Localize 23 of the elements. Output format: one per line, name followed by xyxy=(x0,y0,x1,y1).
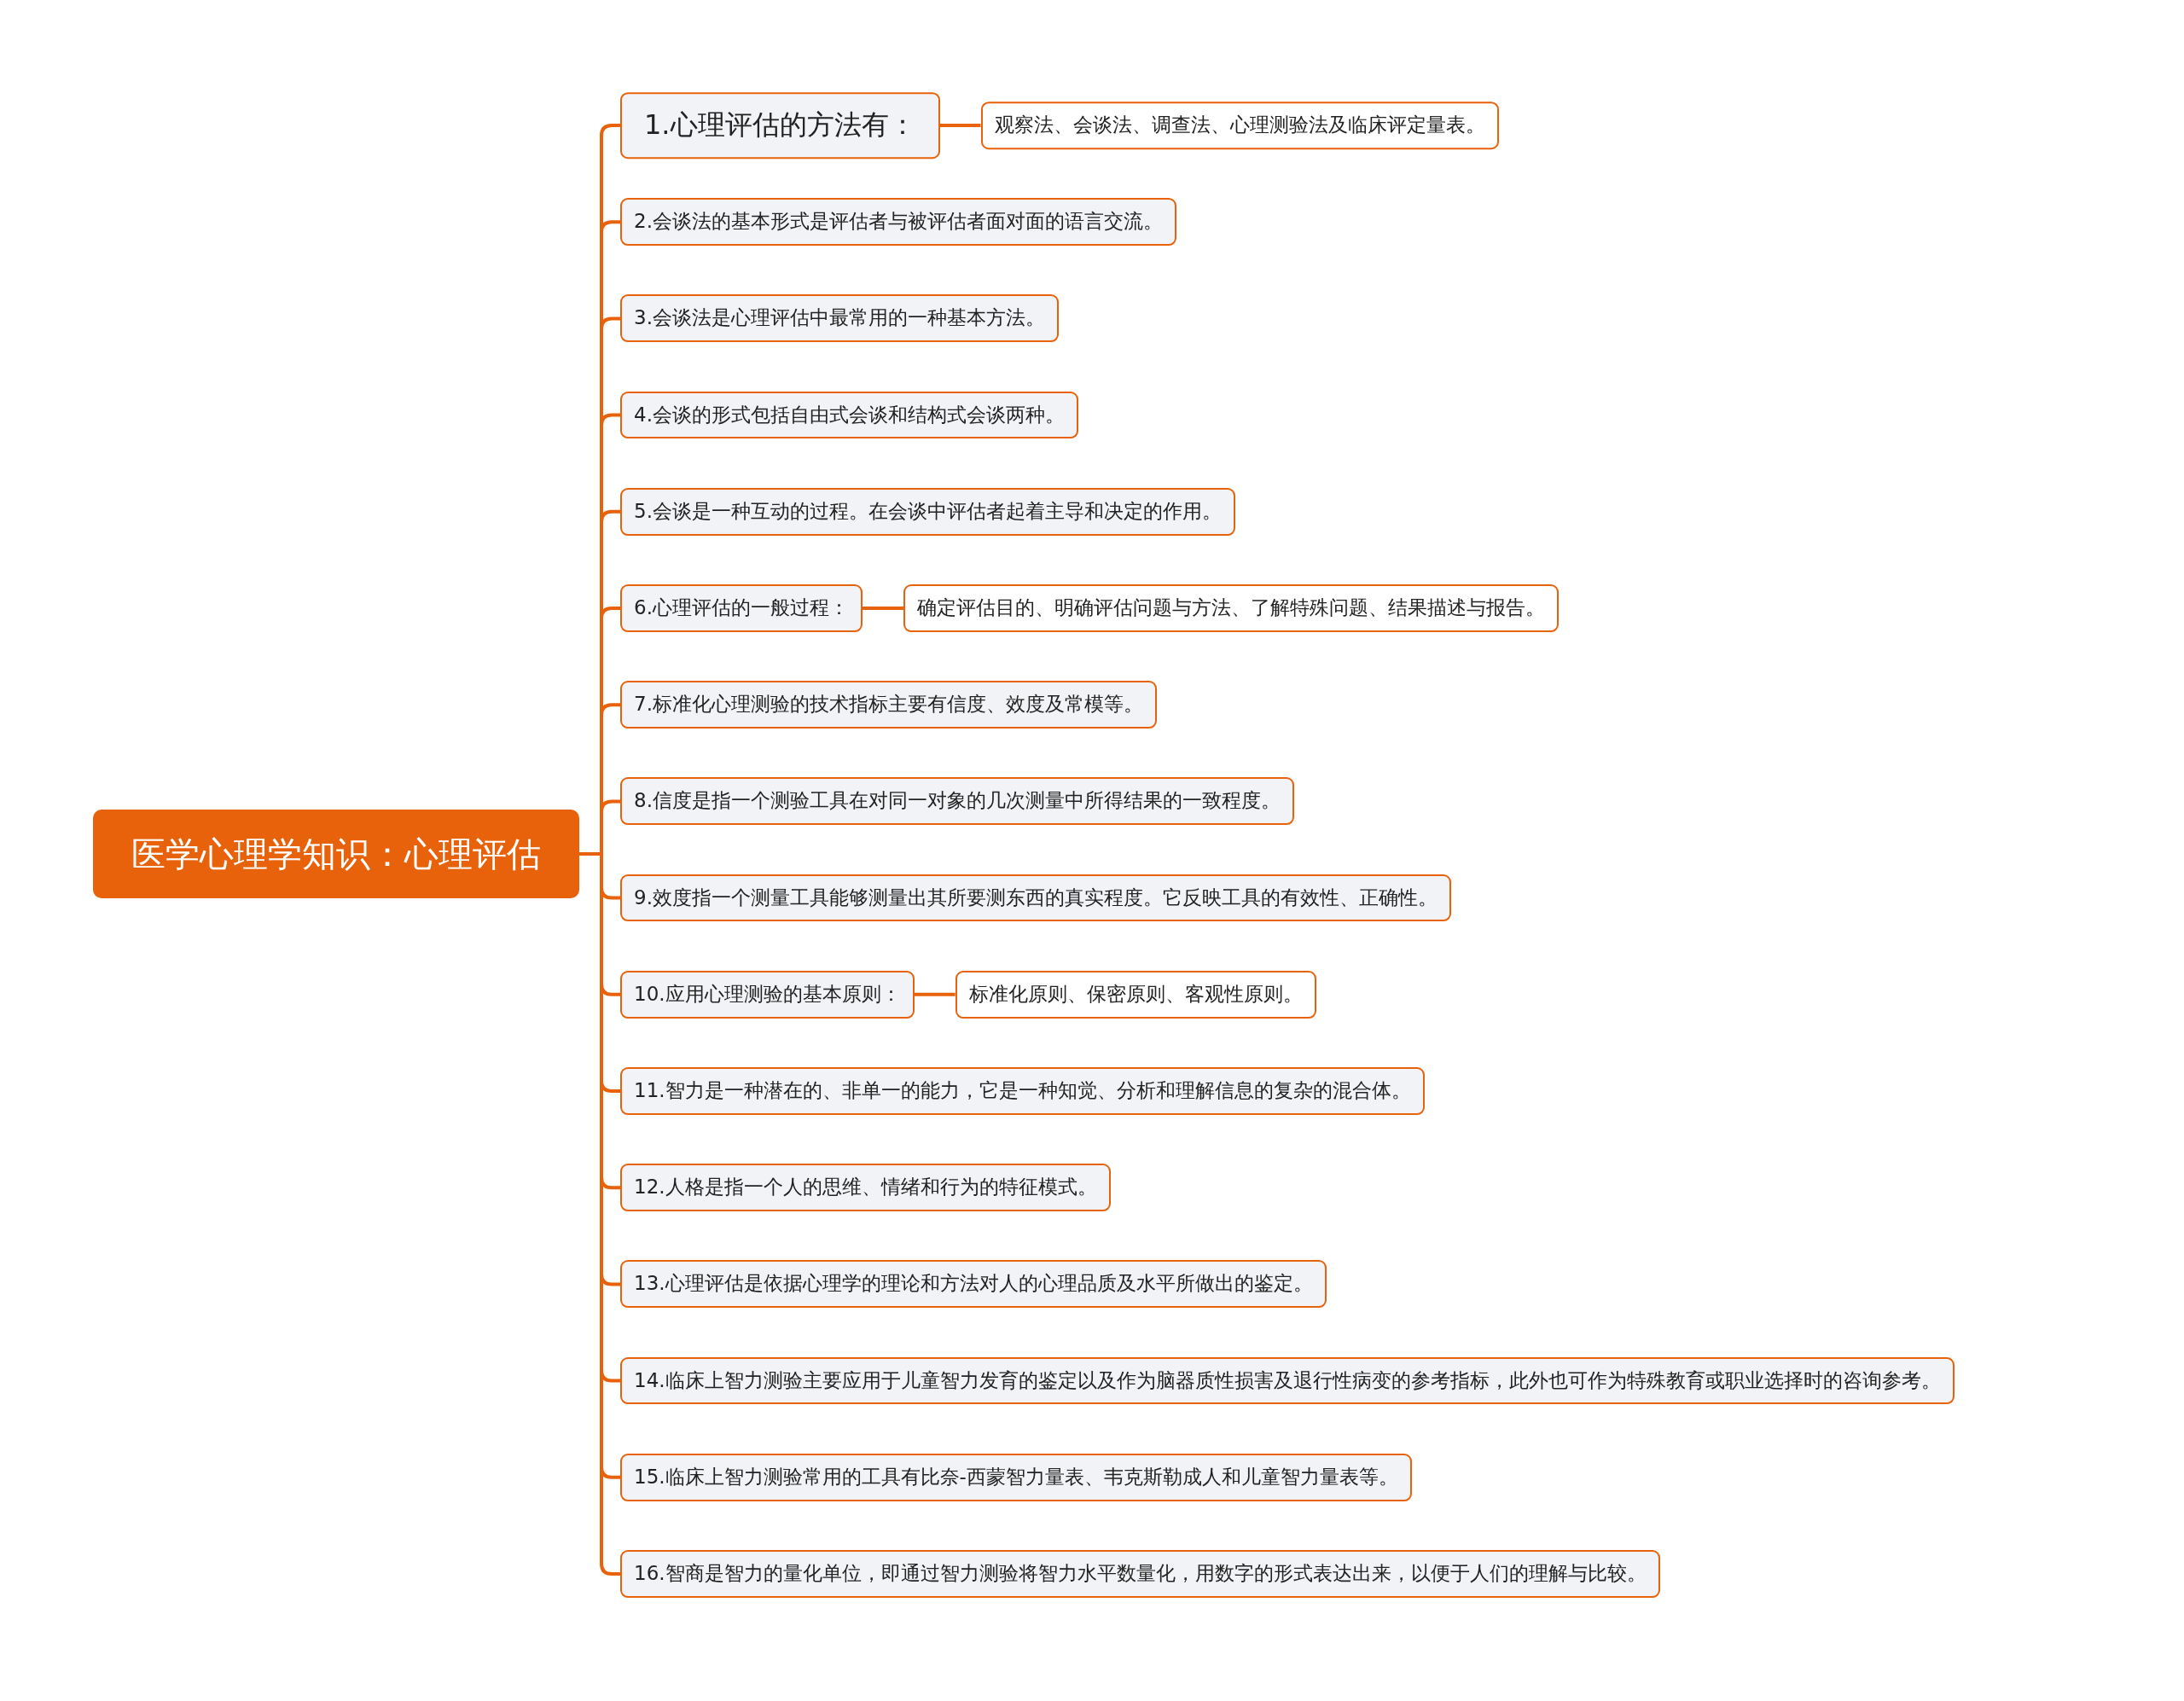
root-topic: 医学心理学知识：心理评估 xyxy=(93,810,579,898)
topic-box: 3.会谈法是心理评估中最常用的一种基本方法。 xyxy=(620,294,1059,343)
detail-box: 观察法、会谈法、调查法、心理测验法及临床评定量表。 xyxy=(980,102,1499,149)
detail-box: 标准化原则、保密原则、客观性原则。 xyxy=(955,970,1316,1019)
topic-box: 1.心理评估的方法有： xyxy=(620,92,940,159)
topic-box: 11.智力是一种潜在的、非单一的能力，它是一种知觉、分析和理解信息的复杂的混合体。 xyxy=(620,1067,1425,1115)
topic-box: 13.心理评估是依据心理学的理论和方法对人的心理品质及水平所做出的鉴定。 xyxy=(620,1260,1327,1309)
topic-box: 14.临床上智力测验主要应用于儿童智力发育的鉴定以及作为脑器质性损害及退行性病变的参考指标，此外也可作为特殊教育或职业选择时的咨询参考。 xyxy=(620,1356,1955,1405)
connector-line xyxy=(862,607,903,610)
detail-box: 确定评估目的、明确评估问题与方法、了解特殊问题、结果描述与报告。 xyxy=(903,584,1559,632)
connector-line xyxy=(939,124,981,127)
topic-box: 16.智商是智力的量化单位，即通过智力测验将智力水平数量化，用数字的形式表达出来，以便于人们的理解与比较。 xyxy=(620,1550,1660,1598)
topic-box: 4.会谈的形式包括自由式会谈和结构式会谈两种。 xyxy=(620,391,1078,439)
topic-box: 5.会谈是一种互动的过程。在会谈中评估者起着主导和决定的作用。 xyxy=(620,487,1235,536)
topic-box: 8.信度是指一个测验工具在对同一对象的几次测量中所得结果的一致程度。 xyxy=(620,777,1294,826)
topic-box: 2.会谈法的基本形式是评估者与被评估者面对面的语言交流。 xyxy=(620,198,1176,247)
topic-box: 9.效度指一个测量工具能够测量出其所要测东西的真实程度。它反映工具的有效性、正确性。 xyxy=(620,874,1451,922)
topic-box: 15.临床上智力测验常用的工具有比奈-西蒙智力量表、韦克斯勒成人和儿童智力量表等。 xyxy=(620,1453,1412,1501)
topic-box: 10.应用心理测验的基本原则： xyxy=(620,970,915,1019)
topic-box: 6.心理评估的一般过程： xyxy=(620,584,863,632)
connector-line xyxy=(914,992,956,996)
topic-box: 7.标准化心理测验的技术指标主要有信度、效度及常模等。 xyxy=(620,681,1157,729)
topic-box: 12.人格是指一个人的思维、情绪和行为的特征模式。 xyxy=(620,1164,1111,1212)
